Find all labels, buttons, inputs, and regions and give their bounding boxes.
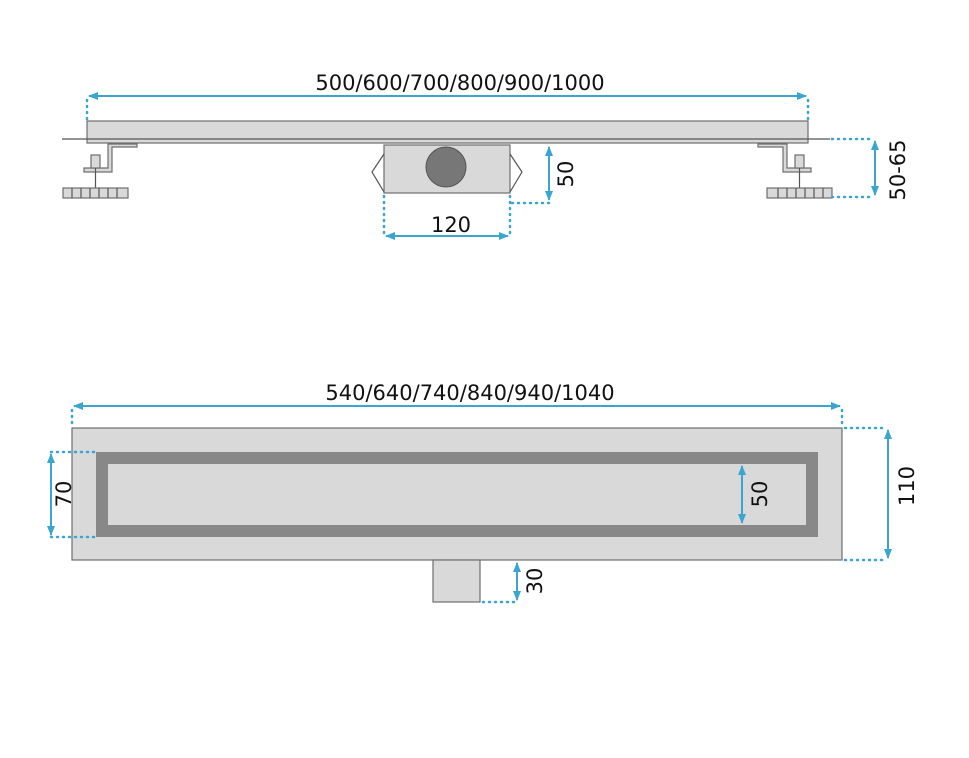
side-length-label: 500/600/700/800/900/1000 xyxy=(315,71,604,95)
grate-width-label: 70 xyxy=(52,481,76,508)
outlet-depth-label: 30 xyxy=(523,568,547,595)
outlet-width-label: 120 xyxy=(431,213,471,237)
top-view: 540/640/740/840/940/1040 70 50 110 30 xyxy=(47,381,919,604)
top-length-label: 540/640/740/840/940/1040 xyxy=(325,381,614,405)
inner-width-label: 50 xyxy=(748,481,772,508)
adjustable-height-label: 50-65 xyxy=(886,139,910,200)
drain-channel-side xyxy=(86,120,809,144)
grate-insert xyxy=(108,464,806,525)
outlet-spigot xyxy=(432,559,481,603)
right-adjustable-foot xyxy=(757,143,833,199)
total-width-label: 110 xyxy=(895,466,919,506)
outlet-pipe-icon xyxy=(425,146,467,188)
side-view: 500/600/700/800/900/1000 xyxy=(62,71,910,240)
outlet-body xyxy=(371,144,523,194)
outlet-height-label: 50 xyxy=(554,161,578,188)
left-adjustable-foot xyxy=(62,143,138,199)
